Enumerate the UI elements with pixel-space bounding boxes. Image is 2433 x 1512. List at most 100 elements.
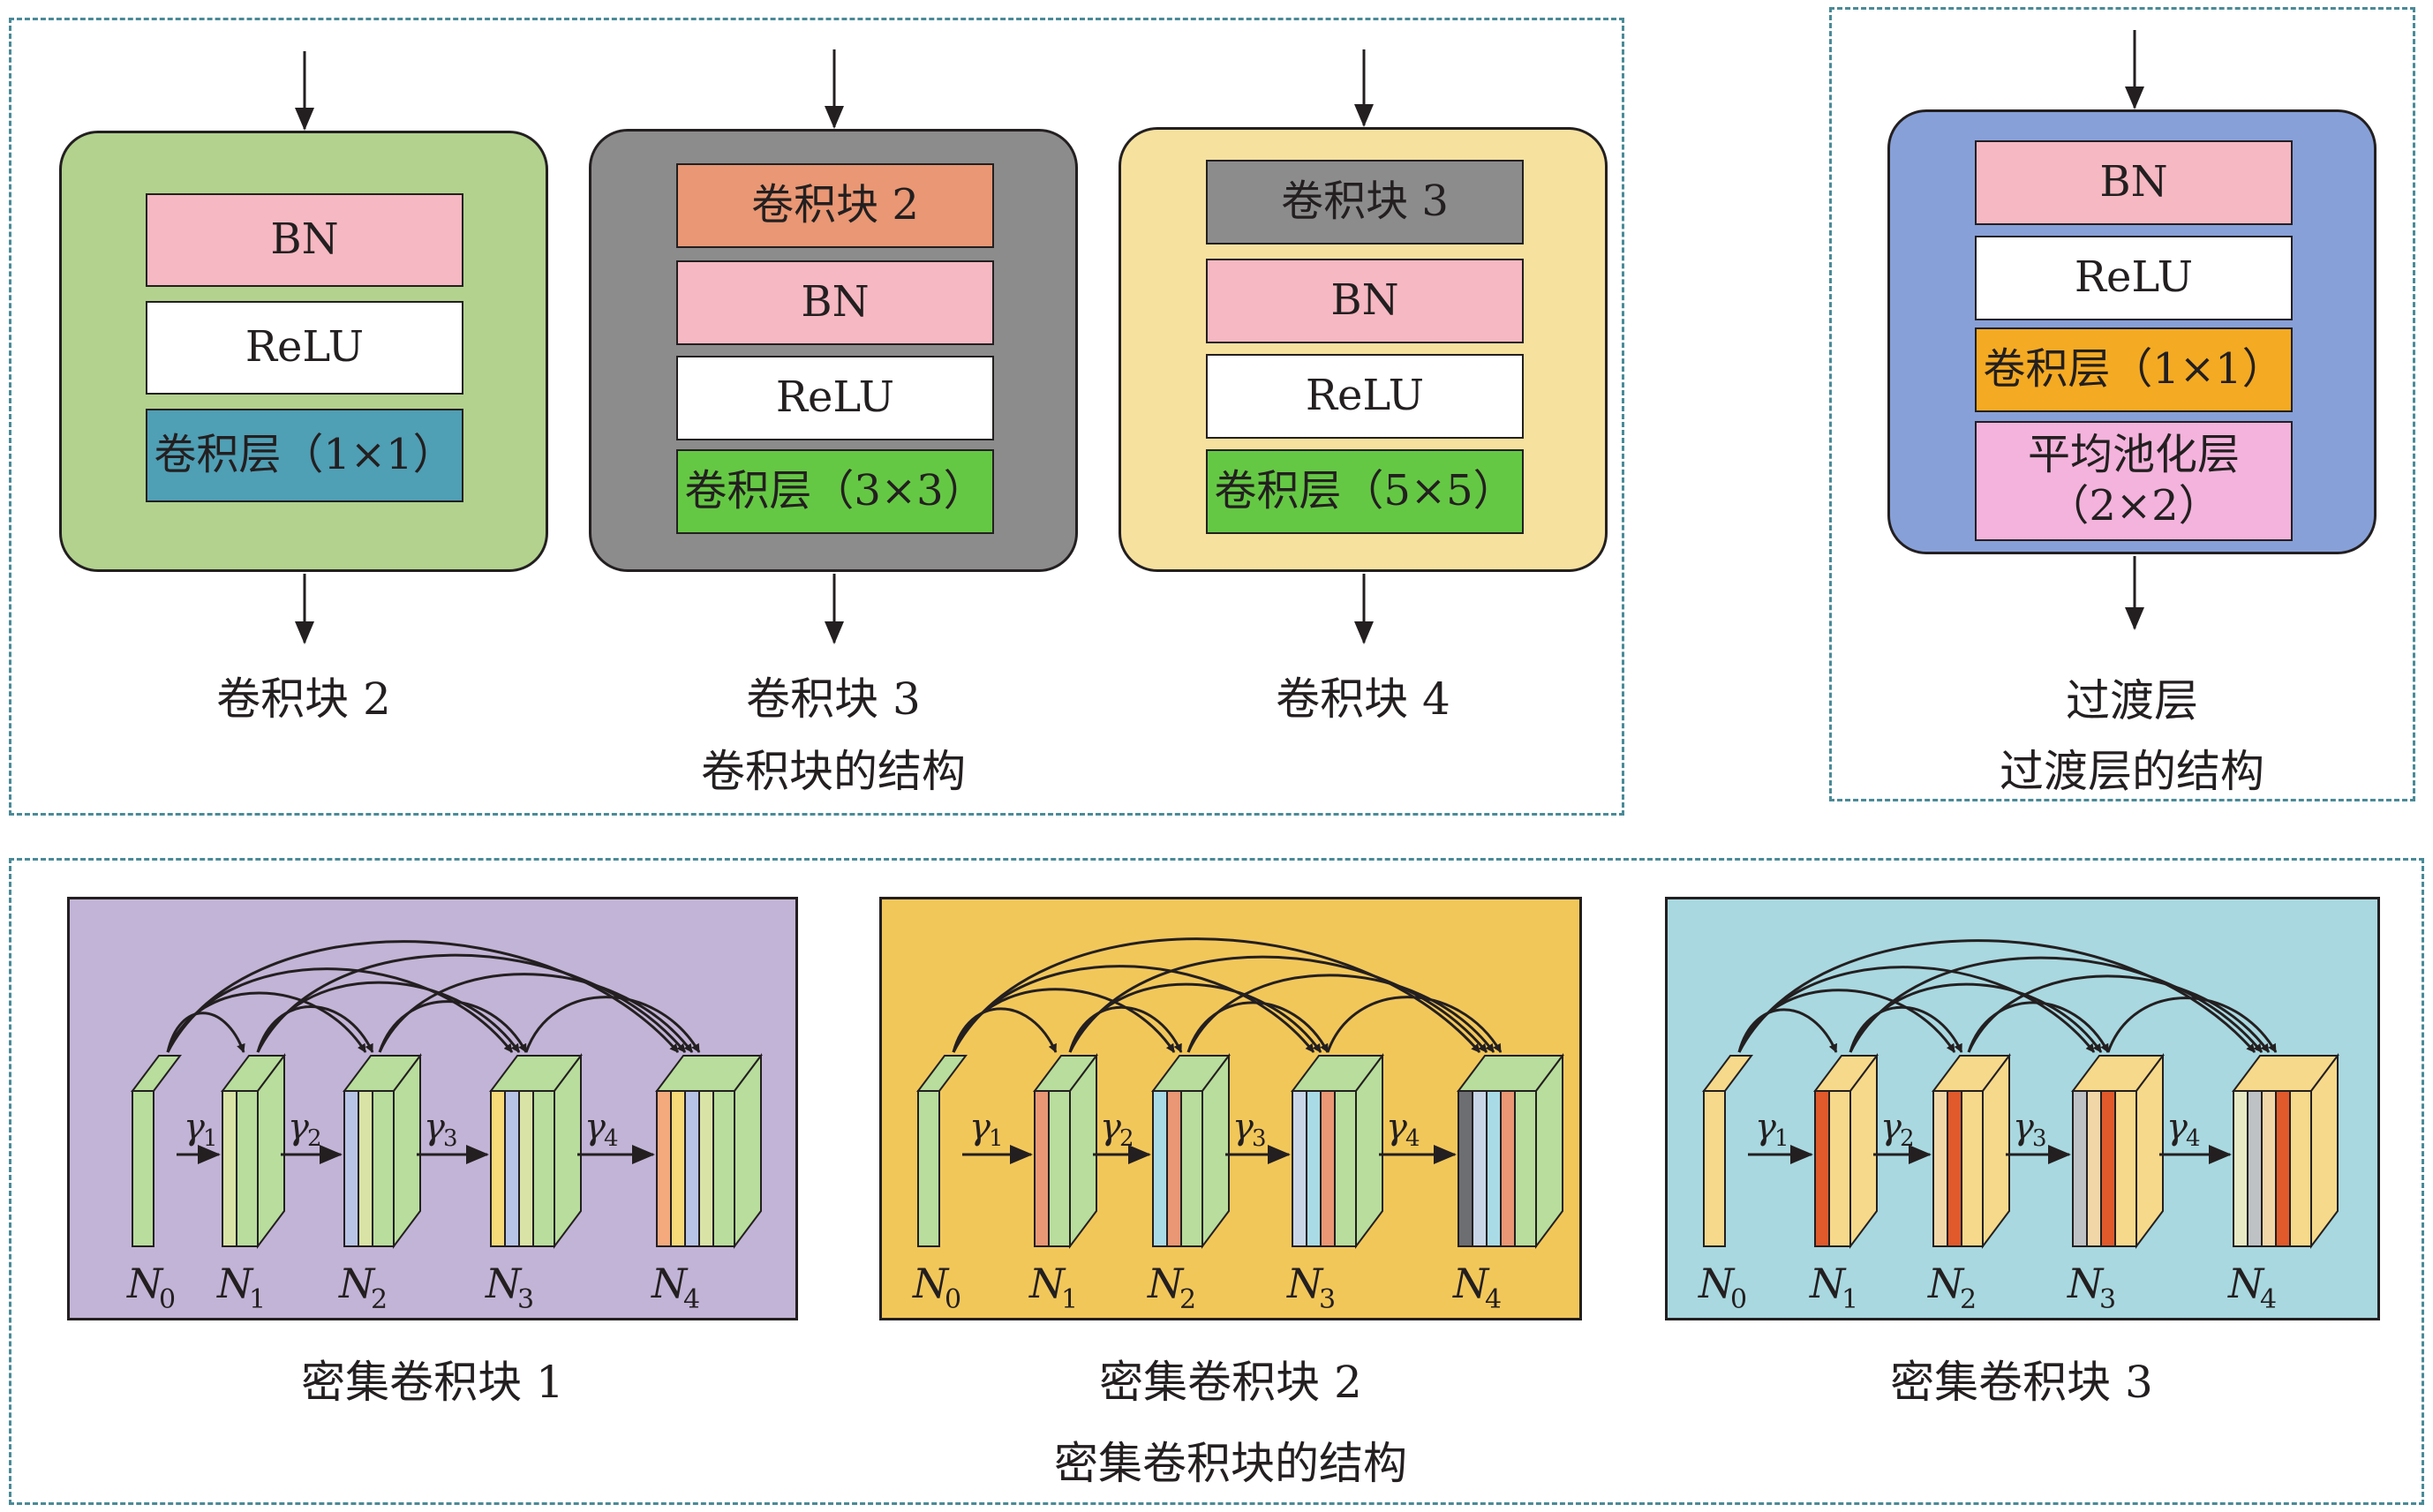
node-label: N bbox=[912, 1260, 950, 1307]
dense-block-2-caption: 密集卷积块 2 bbox=[1099, 1357, 1362, 1408]
skip-connection-arrow bbox=[1967, 1001, 2110, 1053]
feature-map-slice bbox=[1828, 1090, 1851, 1247]
gamma-subscript: 2 bbox=[1900, 1125, 1915, 1152]
feature-map-slice bbox=[1034, 1090, 1050, 1247]
skip-connection-arrow bbox=[256, 953, 687, 1053]
skip-connection-arrow bbox=[2106, 997, 2278, 1053]
gamma-subscript: 2 bbox=[307, 1125, 322, 1152]
skip-connection-arrow bbox=[1186, 1001, 1329, 1053]
feature-map-stack bbox=[1813, 1053, 1879, 1249]
feature-map-side bbox=[734, 1053, 762, 1249]
conv-3x3-layer: 卷积层（3×3） bbox=[676, 449, 994, 534]
feature-map-slice bbox=[372, 1090, 395, 1247]
node-label-subscript: 4 bbox=[2260, 1284, 2277, 1315]
feature-map-slice bbox=[1180, 1090, 1203, 1247]
feature-map-slice bbox=[2086, 1090, 2102, 1247]
skip-connection-arrow bbox=[378, 973, 694, 1053]
node-label-subscript: 1 bbox=[1842, 1284, 1858, 1315]
node-label-subscript: 1 bbox=[249, 1284, 266, 1315]
node-label: N bbox=[1286, 1260, 1324, 1307]
feature-map-top bbox=[916, 1055, 968, 1092]
feature-map-slice bbox=[132, 1090, 154, 1247]
gamma-label: γ bbox=[184, 1107, 205, 1147]
node-label: N bbox=[651, 1260, 689, 1307]
feature-map-slice bbox=[2247, 1090, 2263, 1247]
conv-1x1-layer: 卷积层（1×1） bbox=[1975, 327, 2293, 412]
conv-1x1-layer: 卷积层（1×1） bbox=[146, 409, 463, 502]
feature-map-side bbox=[1849, 1053, 1878, 1249]
gamma-label: γ bbox=[424, 1107, 445, 1147]
gamma-subscript: 3 bbox=[2032, 1125, 2047, 1152]
feature-map-side bbox=[393, 1053, 421, 1249]
bn-layer: BN bbox=[146, 193, 463, 287]
gamma-subscript: 3 bbox=[1252, 1125, 1267, 1152]
skip-connection-arrow bbox=[1849, 1005, 1963, 1053]
bn-layer: BN bbox=[676, 260, 994, 345]
skip-connection-arrow bbox=[166, 967, 514, 1053]
feature-map-slice bbox=[1486, 1090, 1502, 1247]
conv-block-2-caption: 卷积块 2 bbox=[216, 673, 391, 725]
gamma-label: γ bbox=[1880, 1107, 1902, 1147]
feature-map-slice bbox=[1514, 1090, 1537, 1247]
skip-connection-arrow bbox=[166, 991, 367, 1053]
relu-layer: ReLU bbox=[1206, 354, 1524, 439]
skip-connection-arrow bbox=[166, 1012, 245, 1053]
feature-map-side bbox=[1982, 1053, 2010, 1249]
node-label-subscript: 2 bbox=[1960, 1284, 1977, 1315]
feature-map-slice bbox=[343, 1090, 359, 1247]
gamma-label: γ bbox=[1755, 1107, 1776, 1147]
skip-connection-arrow bbox=[378, 1000, 528, 1053]
node-label: N bbox=[1452, 1260, 1490, 1307]
feature-map-stack bbox=[1291, 1053, 1384, 1249]
gamma-subscript: 1 bbox=[1774, 1125, 1789, 1152]
feature-map-slice bbox=[698, 1090, 714, 1247]
gamma-label: γ bbox=[969, 1107, 991, 1147]
gamma-subscript: 4 bbox=[2186, 1125, 2201, 1152]
feature-map-side bbox=[2310, 1053, 2339, 1249]
feature-map-slice bbox=[1500, 1090, 1516, 1247]
conv-block-3-caption: 卷积块 3 bbox=[746, 673, 921, 725]
node-label: N bbox=[1147, 1260, 1185, 1307]
skip-connection-arrow bbox=[1737, 1008, 1838, 1053]
feature-map-slice bbox=[1166, 1090, 1182, 1247]
feature-map-stack bbox=[221, 1053, 286, 1249]
skip-connection-arrow bbox=[1068, 982, 1322, 1053]
gamma-label: γ bbox=[1386, 1107, 1407, 1147]
node-label: N bbox=[338, 1260, 376, 1307]
feature-map-stack bbox=[343, 1053, 422, 1249]
node-label: N bbox=[1927, 1260, 1965, 1307]
node-label: N bbox=[1698, 1260, 1736, 1307]
gamma-label: γ bbox=[2013, 1107, 2034, 1147]
feature-map-stack bbox=[2232, 1053, 2339, 1249]
gamma-subscript: 2 bbox=[1119, 1125, 1134, 1152]
feature-map-stack bbox=[1932, 1053, 2011, 1249]
skip-connection-arrow bbox=[256, 981, 521, 1053]
node-label-subscript: 4 bbox=[1485, 1284, 1502, 1315]
feature-map-stack bbox=[131, 1055, 182, 1247]
node-label-subscript: 4 bbox=[683, 1284, 700, 1315]
dense-blocks-panel bbox=[9, 858, 2424, 1505]
dense-block-1-caption: 密集卷积块 1 bbox=[301, 1357, 564, 1408]
feature-map-slice bbox=[2072, 1090, 2088, 1247]
feature-map-slice bbox=[684, 1090, 700, 1247]
feature-map-slice bbox=[712, 1090, 735, 1247]
feature-map-slice bbox=[1334, 1090, 1357, 1247]
feature-map-slice bbox=[1703, 1090, 1726, 1247]
dense-block-3-caption: 密集卷积块 3 bbox=[1890, 1357, 2153, 1408]
feature-map-stack bbox=[1033, 1053, 1098, 1249]
transition-block-caption: 过渡层 bbox=[2066, 675, 2198, 726]
feature-map-slice bbox=[656, 1090, 672, 1247]
transition-caption: 过渡层的结构 bbox=[2000, 746, 2264, 797]
feature-map-slice bbox=[2100, 1090, 2116, 1247]
feature-map-slice bbox=[490, 1090, 506, 1247]
feature-map-side bbox=[1069, 1053, 1097, 1249]
skip-connection-arrow bbox=[1186, 974, 1495, 1053]
feature-map-side bbox=[2135, 1053, 2164, 1249]
feature-map-slice bbox=[2289, 1090, 2312, 1247]
skip-connection-arrow bbox=[952, 937, 1481, 1053]
feature-map-stack bbox=[2071, 1053, 2165, 1249]
gamma-label: γ bbox=[1100, 1107, 1121, 1147]
skip-connection-arrow bbox=[1737, 939, 2256, 1053]
transition-panel bbox=[1829, 7, 2415, 801]
